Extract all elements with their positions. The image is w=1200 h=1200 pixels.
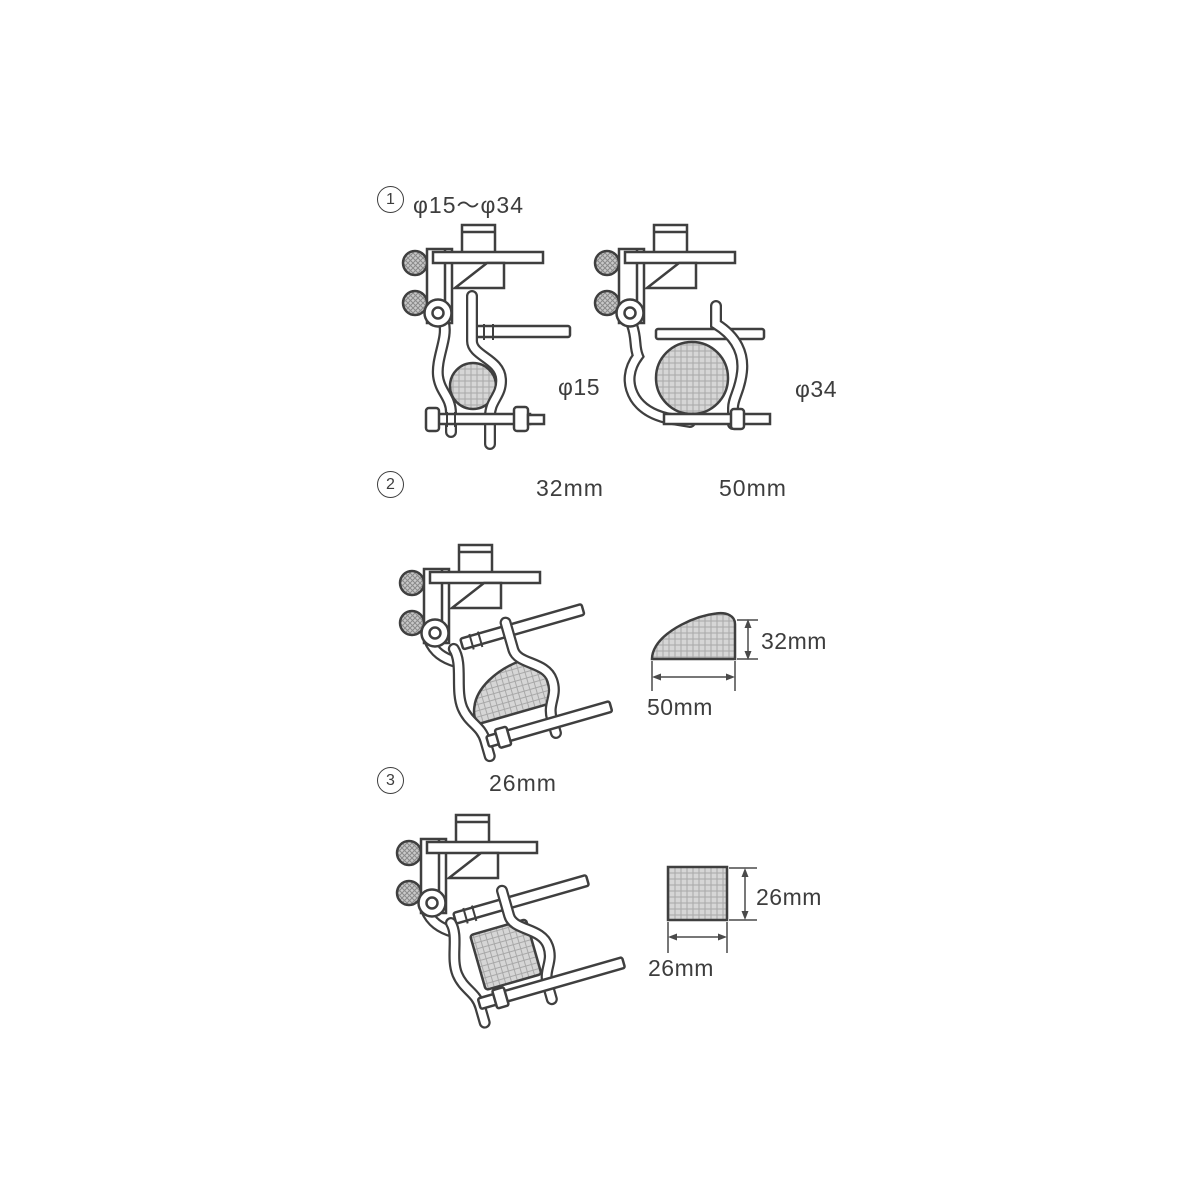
clamp-bolt [662, 412, 772, 426]
square-width-label: 26mm [648, 955, 714, 981]
mount-rod [452, 874, 590, 925]
clamp-figure-dshape [398, 543, 614, 763]
d-profile-width-label: 50mm [647, 694, 713, 720]
section-3-number: 3 [377, 767, 404, 794]
clamp-figure-square [395, 813, 626, 1029]
pad-square [666, 865, 729, 922]
square-profile-detail [666, 865, 757, 953]
d-profile-height-label: 32mm [761, 628, 827, 654]
section-2-height-header: 32mm [536, 475, 604, 501]
pad-square [469, 918, 543, 991]
square-height-label: 26mm [756, 884, 822, 910]
section-3-size-header: 26mm [489, 770, 557, 796]
section-1-range-label: φ15〜φ34 [413, 192, 524, 218]
d-profile-detail [650, 611, 758, 691]
mount-rod [459, 603, 586, 651]
section-1-number: 1 [377, 186, 404, 213]
pad-circle-large [654, 340, 730, 416]
clamp-figure-phi34 [593, 223, 772, 431]
mount-rod [654, 327, 766, 341]
clamp-bolt [485, 700, 614, 748]
phi15-caption: φ15 [558, 374, 600, 400]
section-2-width-header: 50mm [719, 475, 787, 501]
clamp-bolt [477, 956, 626, 1010]
clamp-figure-phi15 [401, 223, 572, 450]
pad-profile-d-shape [650, 611, 737, 661]
section-2-number: 2 [377, 471, 404, 498]
phi34-caption: φ34 [795, 376, 837, 402]
